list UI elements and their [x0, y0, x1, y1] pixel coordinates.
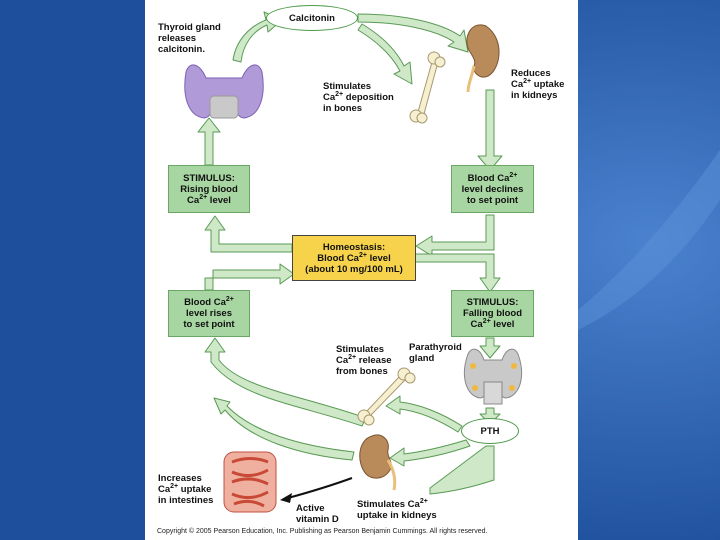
arrow-calcitonin-to-bone — [357, 23, 413, 85]
bone-top-illustration — [409, 51, 446, 124]
homeostasis-box: Homeostasis: Blood Ca2+ level (about 10 … — [292, 235, 416, 281]
arrow-homeostasis-to-rising — [204, 215, 293, 253]
stimulus-rising-box: STIMULUS: Rising blood Ca2+ level — [168, 165, 250, 213]
arrow-rises-to-homeostasis — [204, 263, 295, 291]
kidney-bottom-illustration — [359, 434, 397, 491]
arrow-pth-down — [429, 445, 495, 495]
calcitonin-oval: Calcitonin — [266, 5, 358, 31]
kidney-uptake-label: Stimulates Ca2+ uptake in kidneys — [357, 498, 437, 521]
calcitonin-label: Calcitonin — [289, 12, 335, 24]
arrow-falling-to-parathyroid — [479, 337, 501, 359]
thyroid-label: Thyroid gland releases calcitonin. — [158, 22, 221, 55]
thyroid-gland-illustration — [184, 64, 264, 119]
arrow-vitamin-d — [287, 477, 353, 499]
parathyroid-illustration — [464, 348, 522, 405]
intestines-label: Increases Ca2+ uptake in intestines — [158, 473, 214, 506]
arrow-declines-to-homeostasis — [415, 214, 495, 257]
arrow-homeostasis-to-falling — [414, 253, 501, 293]
arrow-kidney-to-declines — [477, 89, 503, 171]
arrow-stimulus-to-thyroid — [197, 117, 221, 166]
pth-label: PTH — [480, 425, 500, 437]
arrow-pth-to-kidney — [389, 439, 471, 467]
parathyroid-label: Parathyroid gland — [409, 342, 462, 364]
arrow-pth-to-bone — [385, 395, 463, 433]
arrow-kidney-to-rises — [213, 397, 355, 461]
copyright-text: Copyright © 2005 Pearson Education, Inc.… — [157, 528, 488, 535]
kidney-top-illustration — [466, 24, 500, 93]
deposition-label: Stimulates Ca2+ deposition in bones — [323, 81, 394, 114]
bone-bottom-illustration — [357, 367, 416, 426]
pth-oval: PTH — [461, 418, 519, 444]
vitamin-d-label: Active vitamin D — [296, 503, 339, 525]
blood-level-rises-box: Blood Ca2+ level rises to set point — [168, 290, 250, 337]
arrow-bone-to-rises — [204, 337, 367, 427]
stimulus-falling-box: STIMULUS: Falling blood Ca2+ level — [451, 290, 534, 337]
blood-level-declines-box: Blood Ca2+ level declines to set point — [451, 165, 534, 213]
intestines-illustration — [223, 451, 277, 513]
release-label: Stimulates Ca2+ release from bones — [336, 344, 392, 377]
arrow-calcitonin-to-kidney — [357, 13, 469, 53]
reduces-label: Reduces Ca2+ uptake in kidneys — [511, 68, 565, 101]
